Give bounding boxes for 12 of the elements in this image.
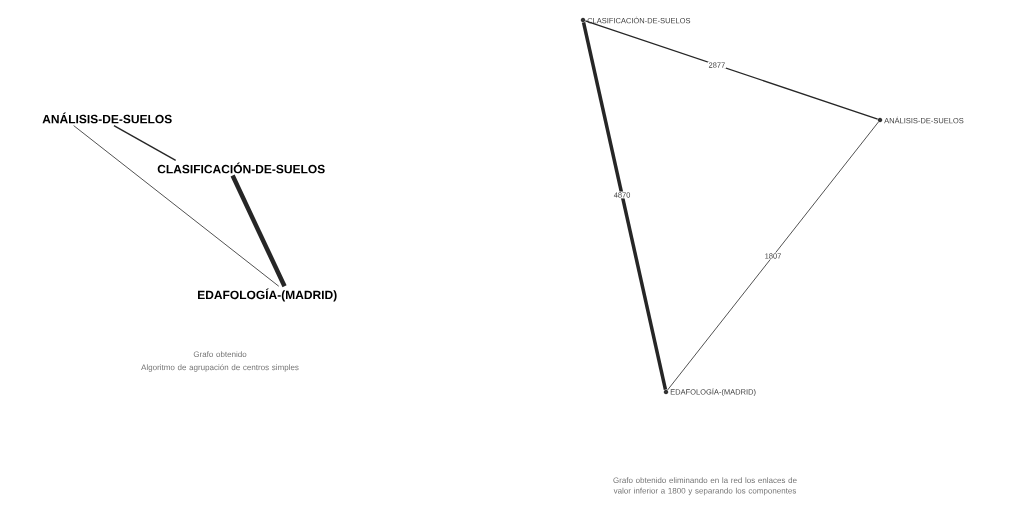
edge-line: [581, 22, 668, 390]
edge-line: [230, 174, 287, 288]
node-label: EDAFOLOGÍA-(MADRID): [198, 288, 337, 302]
edge-line: [584, 20, 879, 120]
caption-text: Grafo obtenido: [193, 351, 247, 358]
caption-text: Algoritmo de agrupación de centros simples: [141, 364, 299, 372]
edge-line: [113, 124, 177, 162]
edge-line: [73, 125, 280, 287]
caption-text: Grafo obtenido eliminando en la red los enlaces de valor inferior a 1800 y separando los componentes: [613, 477, 797, 496]
node-label: CLASIFICACIÓN-DE-SUELOS: [157, 162, 325, 174]
node-label: ANÁLISIS-DE-SUELOS: [42, 112, 172, 124]
edge-line: [667, 121, 879, 391]
